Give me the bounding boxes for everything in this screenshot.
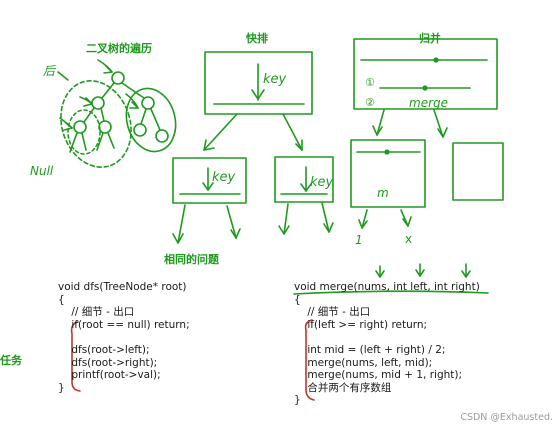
dfs-code-block: void dfs(TreeNode* root) { // 细节 - 出口 if… <box>58 281 190 394</box>
key-mark-left: key <box>212 170 236 185</box>
code-line: void dfs(TreeNode* root) <box>58 281 187 293</box>
circle-one-mark: ① <box>365 76 375 89</box>
code-line: merge(nums, mid + 1, right); <box>294 369 463 382</box>
code-line: } <box>294 394 301 407</box>
mergesort-diagram <box>293 38 504 295</box>
quicksort-diagram <box>172 51 334 244</box>
circle-two-mark: ② <box>365 96 375 109</box>
code-line: merge(nums, left, mid); <box>294 356 433 369</box>
code-line: dfs(root->left); <box>58 343 150 356</box>
tree-diagram <box>57 59 177 168</box>
right-red-bracket <box>304 319 315 401</box>
code-line: } <box>58 381 65 394</box>
merge-word: merge <box>409 96 449 110</box>
x-mark: x <box>405 232 413 246</box>
root-mark: 后 <box>43 64 56 78</box>
mergesort-title: 归并 <box>419 32 441 45</box>
null-mark: Null <box>30 164 54 178</box>
code-line <box>58 331 190 344</box>
merge-code-block: void merge(nums, int left, int right) { … <box>294 281 480 407</box>
code-line: printf(root->val); <box>58 369 161 382</box>
task-label: 任务 <box>0 354 22 367</box>
code-line: // 细节 - 出口 <box>58 306 135 319</box>
code-line: void merge(nums, int left, int right) <box>294 281 480 293</box>
code-line: int mid = (left + right) / 2; <box>294 343 446 356</box>
code-line <box>294 331 480 344</box>
tree-traversal-title: 二叉树的遍历 <box>86 42 152 55</box>
code-line: 合并两个有序数组 <box>294 381 392 394</box>
key-mark-right: key <box>310 175 334 190</box>
code-line: if(root == null) return; <box>58 318 190 331</box>
quicksort-title: 快排 <box>246 32 268 45</box>
left-red-bracket <box>70 321 81 392</box>
code-line: { <box>294 293 301 306</box>
code-line: if(left >= right) return; <box>294 318 428 331</box>
code-line: { <box>58 293 65 306</box>
code-line: // 细节 - 出口 <box>294 306 371 319</box>
one-mark: 1 <box>355 233 363 247</box>
code-line: dfs(root->right); <box>58 356 158 369</box>
key-mark-top: key <box>263 72 287 87</box>
watermark: CSDN @Exhausted. <box>460 412 553 423</box>
m-mark: m <box>377 186 389 200</box>
same-problem-label: 相同的问题 <box>164 253 219 266</box>
